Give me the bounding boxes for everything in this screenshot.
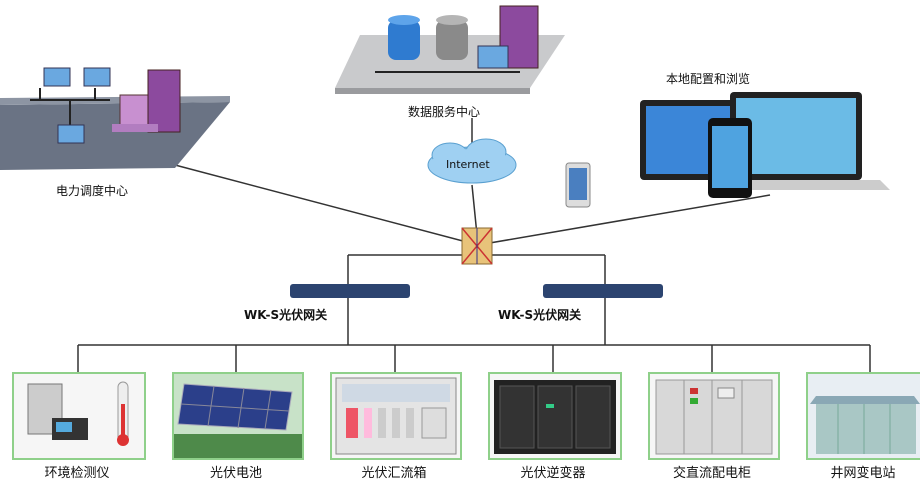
device-label-combiner-box: 光伏汇流箱 <box>361 466 427 481</box>
internet-label: Internet <box>446 158 490 171</box>
gateway-2-label: WK-S光伏网关 <box>498 308 582 322</box>
router-hub-icon <box>461 227 493 265</box>
inverter-icon <box>494 380 616 454</box>
line-hub-local <box>477 194 771 246</box>
device-pv-panel <box>172 372 304 460</box>
device-label-env-monitor: 环境检测仪 <box>44 466 110 481</box>
smartphone-icon <box>565 162 591 208</box>
pv-panel-icon <box>174 383 302 458</box>
device-grid-substation <box>806 372 920 460</box>
device-env-monitor <box>12 372 146 460</box>
device-combiner-box <box>330 372 462 460</box>
device-label-pv-panel: 光伏电池 <box>209 466 262 481</box>
device-inverter <box>488 372 622 460</box>
power-dispatch-illustration <box>0 67 230 170</box>
env-monitor-icon <box>27 381 129 446</box>
local-config-label: 本地配置和浏览 <box>666 72 751 86</box>
combiner-box-icon <box>335 377 457 455</box>
device-label-distribution-cabinet: 交直流配电柜 <box>672 466 751 481</box>
distribution-cabinet-icon <box>655 379 773 455</box>
tablet-laptop-illustration <box>640 92 890 198</box>
gateway-1-device <box>290 284 410 298</box>
line-hub-dispatch <box>174 164 479 246</box>
gateway-1-label: WK-S光伏网关 <box>244 308 328 322</box>
gateway-2-device <box>543 284 663 298</box>
device-label-inverter: 光伏逆变器 <box>520 466 586 481</box>
device-label-grid-substation: 井网变电站 <box>830 466 896 481</box>
device-distribution-cabinet <box>648 372 780 460</box>
substation-icon <box>808 374 920 458</box>
power-dispatch-label: 电力调度中心 <box>56 184 129 198</box>
internet-cloud-icon <box>427 138 517 184</box>
data-service-illustration <box>335 5 565 94</box>
data-service-label: 数据服务中心 <box>408 105 481 119</box>
